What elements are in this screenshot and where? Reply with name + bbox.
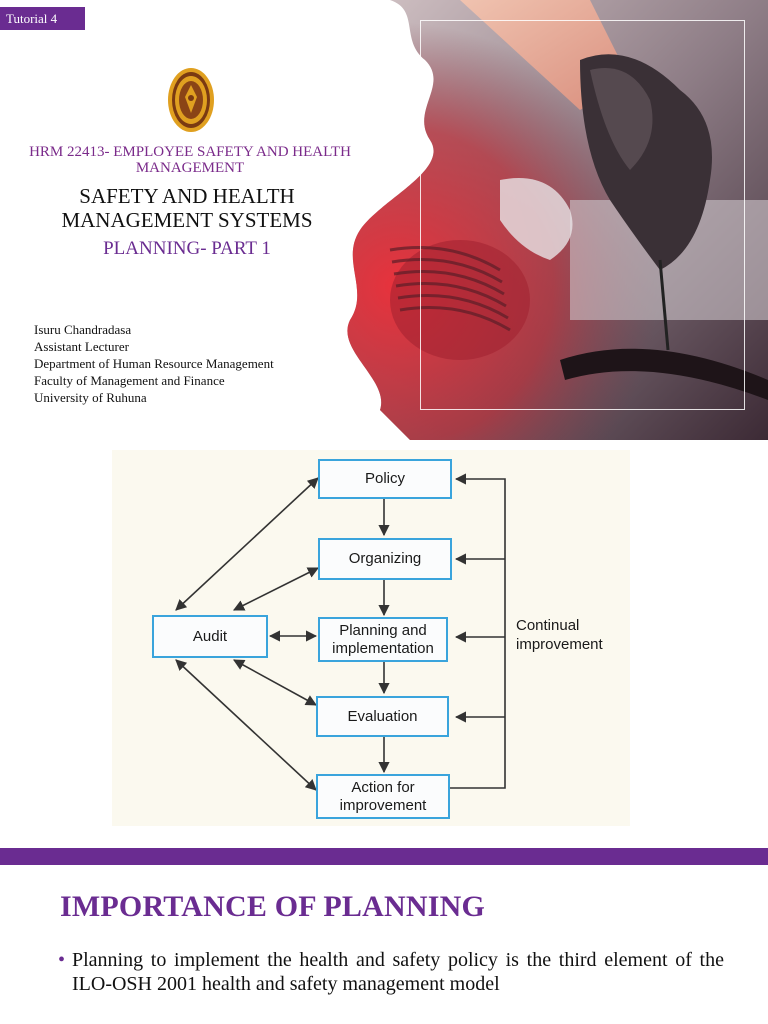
planning-label-line2: implementation xyxy=(332,639,434,657)
planning-box: Planning and implementation xyxy=(318,617,448,662)
bullet-item: • Planning to implement the health and s… xyxy=(58,948,724,996)
continual-improvement-label: Continual improvement xyxy=(516,616,603,654)
author-position: Assistant Lecturer xyxy=(34,339,129,354)
bullet-marker: • xyxy=(58,949,66,971)
osh-model-slide: Policy Organizing Planning and implement… xyxy=(0,440,768,840)
action-label-line1: Action for xyxy=(351,778,415,796)
tutorial-tag: Tutorial 4 xyxy=(0,7,85,30)
audit-label: Audit xyxy=(192,627,228,645)
action-box: Action for improvement xyxy=(316,774,450,819)
author-faculty: Faculty of Management and Finance xyxy=(34,373,225,388)
continual-improvement-line2: improvement xyxy=(516,636,603,653)
title-slide: Tutorial 4 HRM 22413- EMPLOYEE SAFETY AN… xyxy=(0,0,768,440)
evaluation-label: Evaluation xyxy=(347,707,418,725)
evaluation-box: Evaluation xyxy=(316,696,449,737)
bullet-text: Planning to implement the health and saf… xyxy=(72,949,724,995)
organizing-box: Organizing xyxy=(318,538,452,580)
photo-frame xyxy=(420,20,745,410)
author-university: University of Ruhuna xyxy=(34,390,147,405)
header-bar xyxy=(0,848,768,865)
author-info: Isuru Chandradasa Assistant Lecturer Dep… xyxy=(34,321,274,406)
author-name: Isuru Chandradasa xyxy=(34,322,132,337)
author-department: Department of Human Resource Management xyxy=(34,356,274,371)
mechanic-photo xyxy=(347,0,768,440)
audit-box: Audit xyxy=(152,615,268,658)
presentation-title: SAFETY AND HEALTH MANAGEMENT SYSTEMS xyxy=(61,184,313,232)
organizing-label: Organizing xyxy=(348,550,422,567)
presentation-subtitle: PLANNING- PART 1 xyxy=(103,238,271,259)
diagram-arrows xyxy=(175,473,506,791)
continual-improvement-line1: Continual xyxy=(516,617,580,634)
university-logo xyxy=(168,68,214,132)
course-code: HRM 22413- EMPLOYEE SAFETY AND HEALTH MA… xyxy=(29,144,351,176)
slide-heading: IMPORTANCE OF PLANNING xyxy=(60,890,486,923)
importance-slide: IMPORTANCE OF PLANNING • Planning to imp… xyxy=(0,848,768,1024)
policy-box: Policy xyxy=(318,459,452,499)
action-label-line2: improvement xyxy=(339,796,427,814)
policy-label: Policy xyxy=(364,470,405,487)
planning-label-line1: Planning and xyxy=(339,621,427,639)
